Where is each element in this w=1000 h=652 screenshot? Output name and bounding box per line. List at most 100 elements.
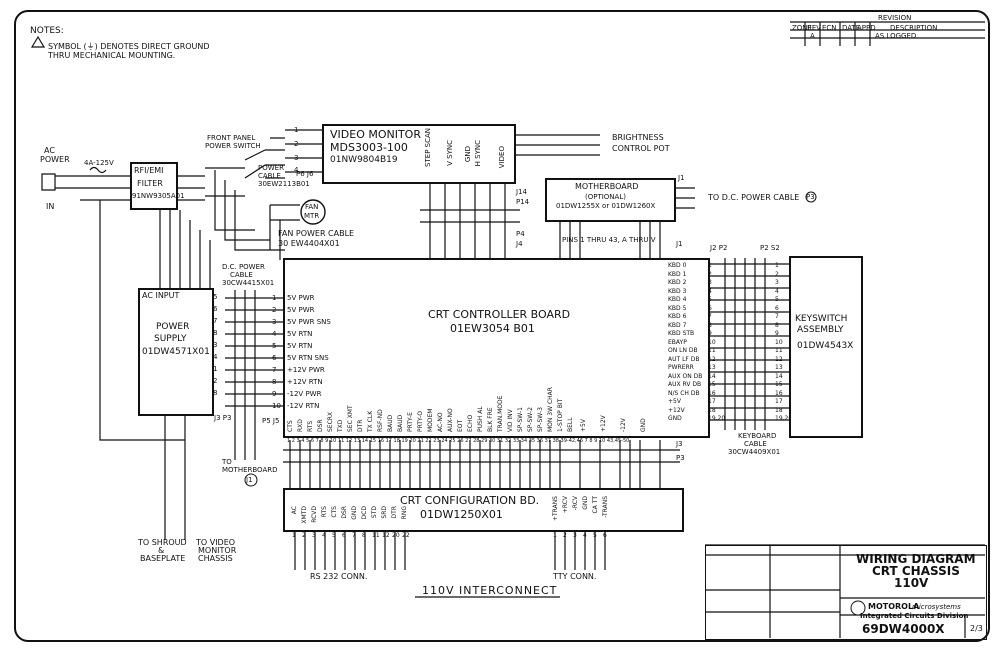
config-signal-label: PRTY-E — [407, 412, 414, 432]
kbd-signal: AUT LF DB — [668, 355, 700, 363]
keyboard-cable-line2: CABLE — [744, 440, 767, 448]
crt-board-part: 01EW3054 B01 — [450, 322, 535, 335]
power-cable-line1: POWER — [258, 164, 284, 172]
kbd-pin: 4 — [775, 287, 779, 295]
power-supply-pinlist: 5 6 7 8 3 4 1 2 8 — [213, 291, 217, 399]
rs232-pin-label: 8 — [362, 532, 366, 539]
rail-pin-list: 1 2 3 4 5 6 7 8 9 10 — [272, 292, 281, 412]
fan-label1: FAN — [305, 203, 319, 211]
crt-board-conn: P5 J5 — [262, 417, 280, 425]
monitor-pin-4: 4 — [294, 166, 299, 174]
kbd-pin: 14 — [708, 372, 716, 380]
ps-pin: 8 — [213, 389, 218, 397]
config-signal-label: SP-SW-1 — [517, 407, 524, 432]
kbd-pin-list-right: 1 2 3 4 5 6 7 8 9 10 11 12 13 14 15 16 1… — [775, 262, 792, 424]
kbd-pin: 6 — [775, 304, 779, 312]
config-signal-label: DTR — [357, 419, 364, 432]
kbd-signal: EBAYP — [668, 338, 687, 346]
kbd-pin: 11 — [708, 347, 716, 354]
p14-label: P14 — [516, 198, 530, 206]
monitor-pin-3: 3 — [294, 154, 299, 162]
power-rail: 5V PWR SNS — [287, 318, 331, 326]
kbd-pin: 17 — [708, 398, 716, 405]
monitor-signal-v-sync: V SYNC — [446, 140, 454, 166]
rail-pin: 8 — [272, 378, 277, 386]
config-signal-label: CTS — [287, 420, 294, 432]
tty-signal-label: CA TT — [592, 496, 599, 514]
p3-circle-label: P3 — [806, 193, 815, 201]
kbd-pin: 13 — [775, 364, 783, 371]
tty-pin-label: 1 — [553, 532, 557, 539]
revision-title: REVISION — [878, 14, 912, 22]
config-signal-label: 1-STOP BIT — [557, 398, 564, 432]
fuse-label: 4A-125V — [84, 159, 114, 167]
rail-pin: 5 — [272, 342, 277, 350]
kbd-signal: KBD 6 — [668, 313, 687, 320]
kbd-pin: 1 — [775, 262, 779, 269]
j14-label: J14 — [516, 188, 527, 196]
kbd-pin: 8 — [708, 321, 712, 329]
ac-power-label: POWER — [40, 155, 70, 164]
kbd-signal: +12V — [668, 406, 685, 414]
rs232-signal-label: XMTD — [301, 506, 308, 524]
kbd-pin: 19,20 — [708, 415, 726, 422]
power-rail: +12V PWR — [287, 366, 325, 374]
rail-pin: 6 — [272, 354, 277, 362]
tty-signal-label: -RCV — [572, 496, 579, 511]
drawing-number: 69DW4000X — [862, 622, 945, 636]
tty-pin-label: 6 — [603, 532, 607, 539]
config-pin-row: 1 2 3 4 5 6 7 8 9 10 11 12 13 14 15 16 1… — [287, 438, 630, 444]
power-cable-part: 30EW2113B01 — [258, 180, 310, 188]
kbd-pin: 2 — [775, 270, 779, 278]
config-signal-label: -12V — [620, 418, 627, 432]
title-line1: WIRING DIAGRAM — [856, 552, 976, 566]
power-rail: 5V PWR — [287, 306, 315, 314]
tty-signal-label: +TRANS — [552, 496, 559, 522]
kbd-pin: 18 — [708, 406, 716, 414]
dc-power-cable-to: TO D.C. POWER CABLE — [708, 193, 800, 202]
rs232-pin-label: 11 — [372, 532, 380, 539]
config-signal-label: MON 3W CHAR — [547, 387, 554, 432]
revision-col-description: DESCRIPTION — [890, 24, 938, 32]
kbd-pin: 8 — [775, 321, 779, 329]
kbd-signal-list: KBD 0 KBD 1 KBD 2 KBD 3 KBD 4 KBD 5 KBD … — [668, 262, 702, 424]
keyswitch-assembly-box — [789, 256, 863, 438]
to-motherboard-2: MOTHERBOARD — [222, 466, 278, 474]
rs232-pin-label: 20 — [392, 532, 400, 539]
kbd-signal: AUX ON DB — [668, 372, 703, 380]
crt-configuration-board — [283, 488, 684, 532]
crt-controller-board — [283, 258, 710, 438]
kbd-pin: 13 — [708, 364, 716, 371]
j4-label: J4 — [516, 240, 523, 248]
video-chassis-line2: MONITOR — [198, 546, 237, 555]
kbd-pin: 7 — [708, 313, 712, 320]
fan-cable-label2: 30 EW4404X01 — [278, 239, 340, 248]
kbd-pin: 2 — [708, 270, 712, 278]
config-signal-label: RSF-ND — [377, 409, 384, 432]
config-signal-label: MODEM — [427, 408, 434, 433]
power-supply-title2: SUPPLY — [154, 334, 187, 344]
monitor-pin-2: 2 — [294, 140, 299, 148]
kbd-signal: KBD 0 — [668, 262, 687, 269]
rs232-signal-label: RCVD — [311, 506, 318, 523]
tty-pin-label: 2 — [563, 532, 567, 539]
ps-pin: 1 — [213, 365, 218, 373]
config-signal-label: BAUD — [387, 414, 394, 432]
config-signal-label: DSR — [317, 419, 324, 432]
video-monitor-model: MDS3003-100 — [330, 141, 408, 154]
rs232-signal-label: AC — [291, 506, 298, 515]
ps-pin: 3 — [213, 341, 218, 349]
power-rail-list: 5V PWR 5V PWR 5V PWR SNS 5V RTN 5V RTN 5… — [287, 292, 331, 412]
rfi-filter-line1: RFI/EMI — [134, 166, 164, 175]
revision-col-rev: REV — [807, 24, 822, 32]
rs232-signal-label: DSR — [341, 506, 348, 519]
kbd-pin: 4 — [708, 287, 712, 295]
config-signal-label: GND — [640, 418, 647, 432]
keyboard-cable-line1: KEYBOARD — [738, 432, 777, 440]
shroud-line3: BASEPLATE — [140, 554, 186, 563]
video-chassis-line3: CHASSIS — [198, 554, 233, 563]
config-signal-label: BELL — [567, 417, 574, 432]
config-signal-label: TX CLK — [367, 410, 374, 432]
dc-cable-part: 30CW4415X01 — [222, 279, 275, 287]
dc-cable-line2: CABLE — [230, 271, 253, 279]
